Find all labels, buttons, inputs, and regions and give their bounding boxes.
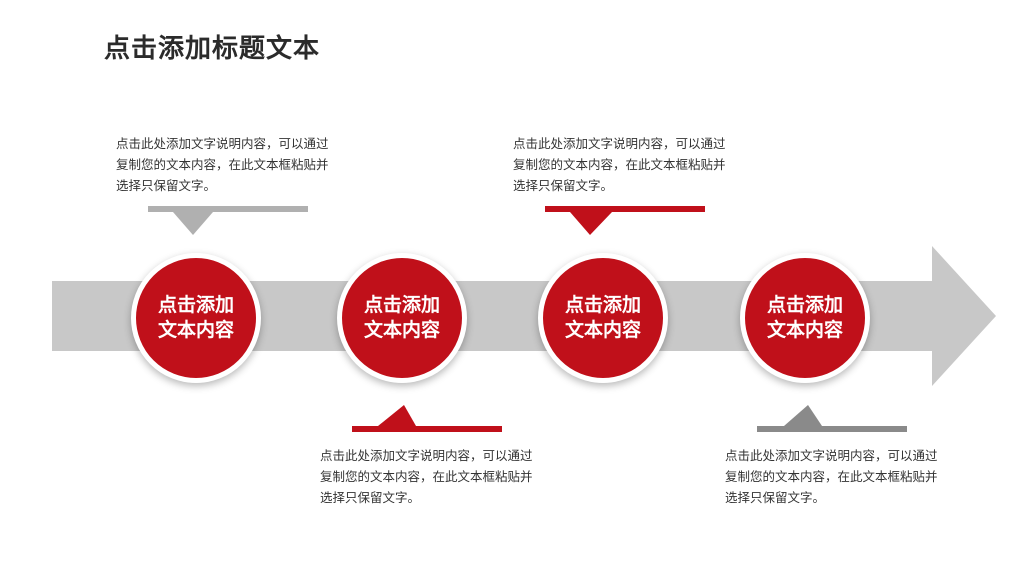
step-4-label: 点击添加文本内容 xyxy=(766,294,843,341)
step-1-description: 点击此处添加文字说明内容，可以通过复制您的文本内容，在此文本框粘贴并选择只保留文… xyxy=(116,136,329,193)
page-title: 点击添加标题文本 xyxy=(104,34,321,64)
step-1-circle[interactable]: 点击添加文本内容 xyxy=(131,253,261,383)
step-3-label: 点击添加文本内容 xyxy=(564,294,641,341)
step-3-description: 点击此处添加文字说明内容，可以通过复制您的文本内容，在此文本框粘贴并选择只保留文… xyxy=(513,136,726,193)
step-3-marker xyxy=(545,206,705,235)
step-1-label: 点击添加文本内容 xyxy=(157,294,234,341)
step-4-marker xyxy=(757,405,907,432)
step-2-marker xyxy=(352,405,502,432)
step-4-circle[interactable]: 点击添加文本内容 xyxy=(740,253,870,383)
step-4-description: 点击此处添加文字说明内容，可以通过复制您的文本内容，在此文本框粘贴并选择只保留文… xyxy=(725,448,938,505)
step-1-marker xyxy=(148,206,308,235)
step-2-label: 点击添加文本内容 xyxy=(363,294,440,341)
step-2-circle[interactable]: 点击添加文本内容 xyxy=(337,253,467,383)
step-3-circle[interactable]: 点击添加文本内容 xyxy=(538,253,668,383)
step-2-description: 点击此处添加文字说明内容，可以通过复制您的文本内容，在此文本框粘贴并选择只保留文… xyxy=(320,448,533,505)
